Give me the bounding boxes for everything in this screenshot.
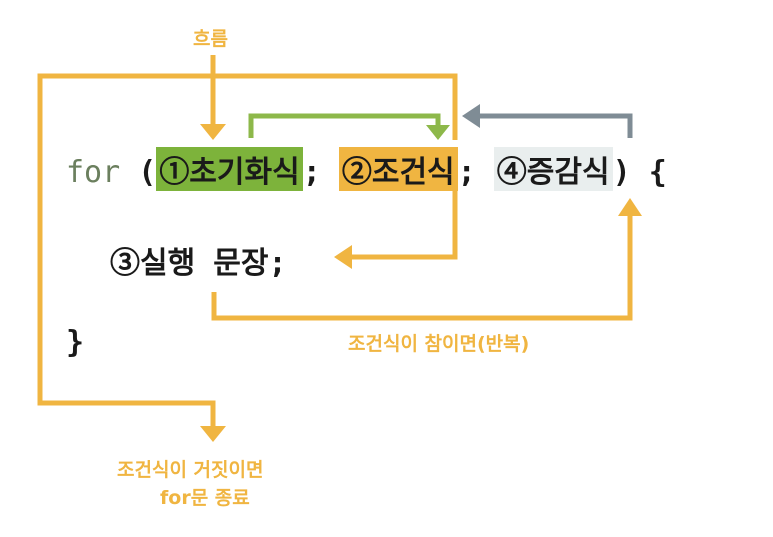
- increment-to-condition-arrowhead: [462, 104, 480, 128]
- condition-expression: ②조건식: [338, 147, 458, 191]
- increment-to-condition-arrow: [478, 113, 633, 138]
- repeat-label: 조건식이 참이면(반복): [348, 333, 530, 355]
- condition-to-body-arrowhead: [334, 245, 352, 269]
- init-expression: ①초기화식: [156, 147, 303, 191]
- init-to-condition-arrow: [248, 113, 441, 138]
- body-to-increment-arrow: [211, 214, 633, 321]
- init-to-condition-arrowhead: [426, 125, 450, 140]
- exit-label-line2: for문 종료: [160, 487, 250, 509]
- increment-expression: ④증감식: [493, 147, 613, 191]
- body-statement: ③실행 문장;: [110, 246, 287, 281]
- flow-label: 흐름: [193, 28, 228, 50]
- semicolon-1: ;: [302, 155, 339, 190]
- exit-label-line1: 조건식이 거짓이면: [117, 459, 264, 481]
- for-header-line: for (①초기화식; ②조건식; ④증감식) {: [66, 147, 667, 191]
- flow-arrowhead: [200, 124, 226, 140]
- for-keyword: for: [66, 155, 121, 190]
- condition-to-body-arrow: [352, 187, 458, 260]
- exit-arrowhead: [200, 426, 226, 442]
- close-paren-brace: ) {: [612, 155, 667, 190]
- closing-brace: }: [66, 325, 85, 360]
- semicolon-2: ;: [457, 155, 494, 190]
- exit-loop-line: [37, 73, 458, 428]
- body-to-increment-arrowhead: [618, 198, 642, 216]
- open-paren: (: [120, 155, 157, 190]
